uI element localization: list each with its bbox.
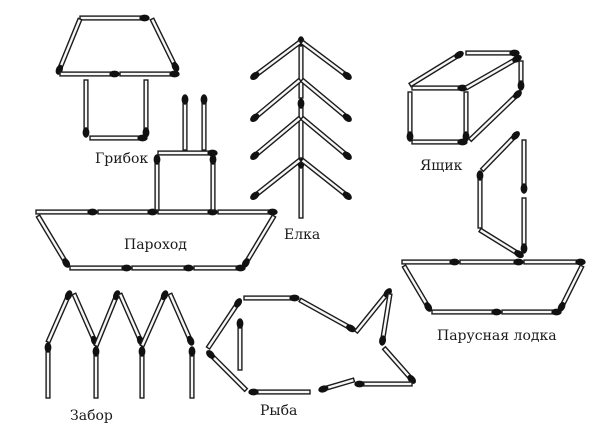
matchstick <box>79 14 150 22</box>
matchstick <box>139 290 169 348</box>
matchstick <box>217 208 278 216</box>
matchstick <box>181 94 189 151</box>
matchstick <box>476 170 484 229</box>
matchstick <box>379 292 393 346</box>
matchstick <box>297 98 305 159</box>
matchstick <box>188 346 196 399</box>
matchstick <box>89 134 148 142</box>
matchstick <box>406 91 414 142</box>
matchstick <box>193 264 246 272</box>
label-mushroom: Грибок <box>95 151 149 167</box>
matchstick <box>97 208 158 216</box>
matchstick <box>209 154 217 211</box>
matchstick <box>82 79 90 138</box>
matchstick <box>243 294 300 302</box>
label-fir: Елка <box>284 227 321 243</box>
label-fish: Рыба <box>260 403 298 419</box>
label-fence: Забор <box>70 408 113 424</box>
matchstick <box>381 345 416 384</box>
matchstick <box>401 258 460 266</box>
matchstick <box>465 49 520 57</box>
matchstick <box>462 91 470 142</box>
matchstick <box>44 342 52 399</box>
matchstick <box>501 308 562 316</box>
box-figure <box>406 49 525 146</box>
matchstick <box>411 138 468 146</box>
matchstick <box>59 70 120 78</box>
matchstick <box>200 94 208 151</box>
matchstick <box>298 297 356 333</box>
matchstick <box>55 17 83 75</box>
matchstick <box>250 157 303 201</box>
matchstick <box>241 214 277 268</box>
matchstick <box>250 77 303 122</box>
matchstick <box>353 288 393 335</box>
matchstick <box>299 39 352 81</box>
matchstick <box>153 154 161 211</box>
matchstick <box>408 50 464 88</box>
matchstick <box>236 318 244 371</box>
matchstick <box>45 290 73 344</box>
matchstick <box>520 139 528 194</box>
fir-tree-figure <box>250 36 352 219</box>
matchstick <box>299 157 352 201</box>
matchstick <box>299 115 352 160</box>
matchstick <box>478 227 524 259</box>
matchstick <box>69 264 132 272</box>
matchstick <box>401 264 433 312</box>
matchstick <box>157 208 218 216</box>
matchstick <box>119 70 180 78</box>
label-steamboat: Пароход <box>124 237 187 253</box>
steamboat-figure <box>35 94 278 272</box>
matchstick <box>318 377 356 393</box>
matchstick <box>117 292 145 346</box>
matchstick <box>131 264 194 272</box>
matchstick <box>520 197 528 254</box>
fence-figure <box>44 290 196 399</box>
matchstick <box>142 79 150 138</box>
matchstick <box>205 298 243 351</box>
fish-figure <box>205 288 416 396</box>
matchstick <box>157 149 218 157</box>
matchstick <box>467 90 522 143</box>
matchstick <box>523 258 586 266</box>
sailboat-figure <box>401 131 586 316</box>
label-box: Ящик <box>420 158 463 174</box>
matchstick <box>557 264 585 312</box>
matchstick <box>248 388 311 396</box>
matchstick <box>35 214 71 268</box>
label-sailboat: Парусная лодка <box>437 328 557 344</box>
matchstick <box>464 54 522 91</box>
matchstick <box>93 290 121 348</box>
matchstick <box>71 292 99 346</box>
matchstick <box>299 77 352 122</box>
matchstick <box>459 258 524 266</box>
matchstick <box>354 380 413 388</box>
matchstick <box>479 131 520 173</box>
matchstick <box>297 158 305 219</box>
matchstick <box>167 292 195 346</box>
matchstick <box>250 115 303 160</box>
matchstick <box>92 346 100 399</box>
mushroom-figure <box>55 14 180 142</box>
matchstick <box>250 39 303 81</box>
matchstick <box>431 308 502 316</box>
matchstick <box>138 346 146 399</box>
matchstick <box>206 350 249 393</box>
matchstick <box>411 84 468 92</box>
matchstick <box>517 60 525 91</box>
matchstick <box>149 17 180 72</box>
matchstick <box>35 208 98 216</box>
